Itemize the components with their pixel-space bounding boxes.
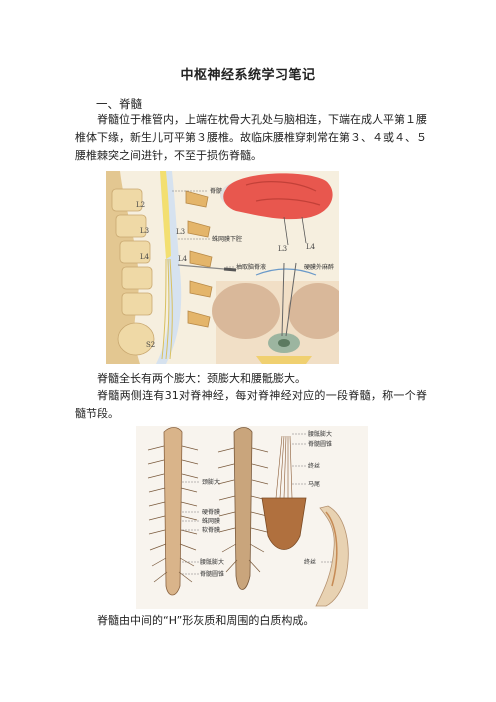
page-title: 中枢神经系统学习笔记 [180, 68, 316, 83]
paragraph-enlargements: 脊髓全长有两个膨大：颈膨大和腰骶膨大。 [97, 372, 306, 385]
spinal-nerves-middle [217, 447, 269, 573]
label-epidural: 硬膜外麻醉 [304, 263, 334, 271]
needle-epidural [281, 262, 285, 337]
needle-csf [177, 264, 225, 270]
label-arachnoid: 蛛网膜 [202, 517, 220, 525]
paragraph-segments: 脊髓两侧连有31对脊神经，每对脊神经对应的一段脊髓，称一个脊髓节段。 [75, 389, 427, 420]
label-pia: 软脊膜 [202, 526, 220, 534]
vertebral-body-section [256, 356, 312, 364]
label-subarachnoid: 蛛网膜下腔 [212, 235, 242, 243]
spinal-nerves-left [147, 445, 199, 583]
spinous-processes [185, 190, 213, 328]
paragraph-spinal-location: 脊髓位于椎管内，上端在枕骨大孔处与脑相连，下端在成人平第１腰椎体下缘，新生儿可平… [75, 113, 427, 162]
label-conus: 脊髓圆锥 [200, 570, 224, 578]
cauda-equina [275, 435, 293, 499]
spinal-cord-back [233, 427, 253, 590]
lumbar-puncture-illustration: L2 L3 L3 L4 L4 S2 脊髓 蛛网膜下腔 抽取脑脊液 L3 L4 硬… [106, 171, 348, 364]
spinal-cord-illustration: 颈膨大 硬脊膜 蛛网膜 软脊膜 腰骶膨大 脊髓圆锥 腰骶膨大 脊髓圆锥 终丝 马… [136, 426, 368, 609]
label-l3a: L3 [140, 227, 149, 235]
sacrum [261, 497, 307, 550]
muscle-right [288, 283, 348, 339]
syringe-csf [223, 267, 237, 272]
spinal-cord-figure: 颈膨大 硬脊膜 蛛网膜 软脊膜 腰骶膨大 脊髓圆锥 腰骶膨大 脊髓圆锥 终丝 马… [136, 426, 368, 609]
brain-shape [223, 173, 333, 220]
lumbar-side-view [315, 505, 349, 607]
spinal-cord-front [163, 427, 183, 596]
label-cauda: 马尾 [308, 480, 320, 488]
label-right-l3: L3 [278, 245, 287, 253]
lumbar-puncture-figure: L2 L3 L3 L4 L4 S2 脊髓 蛛网膜下腔 抽取脑脊液 L3 L4 硬… [106, 171, 348, 364]
label-right-conus: 脊髓圆锥 [308, 440, 332, 448]
paragraph-gray-white-matter: 脊髓由中间的“H”形灰质和周围的白质构成。 [97, 614, 315, 627]
label-csf-draw: 抽取脑脊液 [236, 263, 266, 271]
vertebral-bodies [111, 188, 155, 356]
label-right-l4: L4 [306, 243, 316, 251]
label-lumbosacral-enlargement: 腰骶膨大 [200, 558, 224, 566]
label-filum-side: 终丝 [304, 558, 316, 566]
label-l4b: L4 [178, 255, 188, 263]
label-right-lumbosacral: 腰骶膨大 [308, 430, 332, 438]
cauda-fibers [161, 258, 173, 360]
label-dura: 硬脊膜 [202, 508, 220, 516]
label-l2: L2 [136, 201, 145, 209]
label-l4a: L4 [140, 253, 150, 261]
label-spinal-cord: 脊髓 [210, 187, 222, 195]
muscle-left [212, 283, 280, 339]
section-heading: 一、脊髓 [96, 97, 142, 111]
label-s2: S2 [146, 341, 155, 349]
spinal-cord-shape [160, 171, 171, 259]
vertebral-column [106, 171, 140, 364]
label-cervical-enlargement: 颈膨大 [202, 478, 220, 486]
label-l3b: L3 [176, 228, 185, 236]
label-filum: 终丝 [308, 462, 320, 470]
